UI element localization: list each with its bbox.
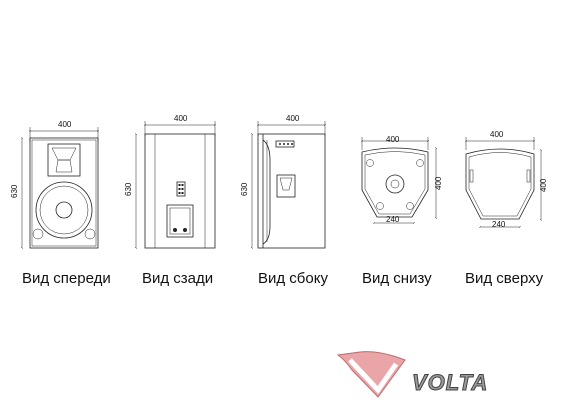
front-height-label: 630 [10,184,19,198]
caption-bottom: Вид снизу [362,270,432,287]
front-width-label: 400 [58,120,72,129]
bottom-inner-label: 240 [386,215,400,224]
caption-side: Вид сбоку [258,270,328,287]
bottom-depth-label: 400 [434,176,443,190]
volta-logo: VOLTA [336,351,488,398]
side-width-label: 400 [286,114,300,123]
bottom-width-label: 400 [386,135,400,144]
bottom-view: 400 400 240 [360,135,443,225]
caption-top: Вид сверху [465,270,544,287]
side-view: 400 630 [240,114,327,250]
top-depth-label: 400 [539,178,548,192]
logo-mark [336,351,406,398]
front-view: 400 630 [10,120,100,250]
top-view: 400 400 240 [464,130,548,229]
top-width-label: 400 [490,130,504,139]
logo-text: VOLTA [412,370,488,395]
back-view: 400 630 [124,114,217,250]
back-height-label: 630 [124,182,133,196]
caption-back: Вид сзади [142,270,214,287]
back-width-label: 400 [174,114,188,123]
side-height-label: 630 [240,182,249,196]
top-inner-label: 240 [492,220,506,229]
caption-front: Вид спереди [22,270,111,287]
